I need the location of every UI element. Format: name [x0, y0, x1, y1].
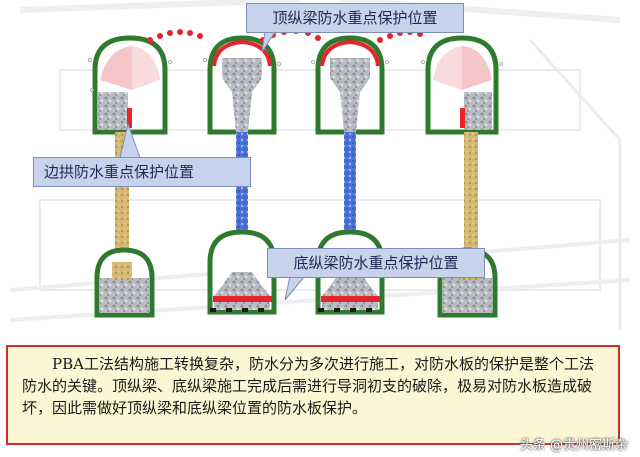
callout-top-beam: 顶纵梁防水重点保护位置	[246, 3, 464, 33]
outline-dots	[88, 58, 503, 92]
upper-right-drift	[425, 35, 499, 135]
callout-side-arch: 边拱防水重点保护位置	[33, 157, 251, 187]
upper-midleft-drift	[207, 35, 277, 135]
lower-midleft-drift	[207, 229, 277, 315]
tan-column-right	[464, 132, 478, 262]
upper-midright-drift	[315, 35, 385, 135]
upper-left-drift	[92, 35, 168, 135]
watermark-text: 头条 @贵州密斯杂	[519, 438, 628, 453]
description-text: PBA工法结构施工转换复杂，防水分为多次进行施工，对防水板的保护是整个工法防水的…	[6, 345, 620, 445]
pba-section-diagram	[9, 0, 631, 330]
callout-bottom-beam: 底纵梁防水重点保护位置	[267, 248, 485, 278]
lower-left-drift	[94, 247, 155, 318]
